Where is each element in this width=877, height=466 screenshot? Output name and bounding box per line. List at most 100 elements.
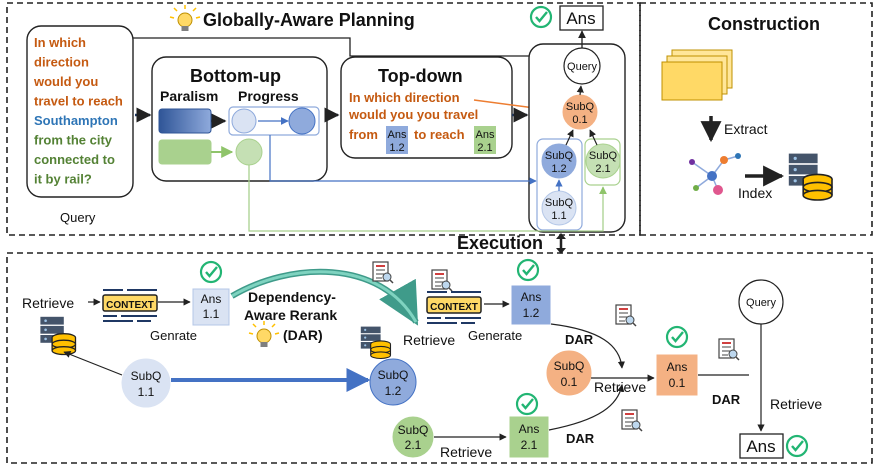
- tree-query-label: Query: [567, 61, 597, 73]
- tree-subq21-node: [585, 143, 621, 179]
- progress-node-light: [231, 108, 257, 134]
- top-down-title: Top-down: [378, 66, 463, 86]
- exec-subq11-l2: 1.1: [138, 385, 155, 399]
- exec-query-label: Query: [746, 297, 776, 309]
- exec-check-icon-5: [785, 434, 809, 458]
- exec-ans01-l1: Ans: [667, 360, 688, 374]
- top-down-ans21-l2: 2.1: [477, 142, 492, 154]
- top-down-box: [340, 56, 513, 159]
- exec-retrieve-3: Retrieve: [440, 444, 492, 460]
- exec-ans11-l1: Ans: [201, 292, 222, 306]
- rerank-doc-icon-5: [718, 338, 740, 361]
- exec-ans21-l1: Ans: [519, 422, 540, 436]
- updown-arrow-icon: [556, 233, 566, 254]
- lightbulb-icon: [169, 4, 201, 32]
- top-down-line2: would you you travel: [348, 107, 478, 122]
- dar-title-l3: (DAR): [283, 327, 323, 343]
- context-label-1: CONTEXT: [106, 300, 154, 311]
- exec-ans11-l2: 1.1: [203, 307, 220, 321]
- exec-subq01-l2: 0.1: [561, 375, 578, 389]
- top-down-from: from: [349, 127, 378, 142]
- query-line: In which: [34, 35, 86, 50]
- exec-subq12-l1: SubQ: [378, 368, 409, 382]
- query-line: direction: [34, 55, 89, 70]
- database-icon: [787, 152, 833, 201]
- planning-panel: [6, 2, 641, 236]
- progress-node-green: [235, 138, 263, 166]
- generate-label: Generate: [468, 328, 522, 343]
- construction-title: Construction: [708, 14, 820, 34]
- exec-retrieve-1: Retrieve: [22, 295, 74, 311]
- exec-db-icon-1: [39, 316, 77, 356]
- dar-bulb-icon: [248, 320, 280, 348]
- execution-title: Execution: [457, 233, 543, 253]
- exec-retrieve-5: Retrieve: [770, 396, 822, 412]
- exec-subq21-l2: 2.1: [405, 438, 422, 452]
- query-box: [26, 25, 134, 198]
- exec-final-ans-box: [739, 433, 784, 459]
- progress-node-dark: [288, 107, 316, 135]
- rerank-doc-icon-1: [372, 261, 394, 284]
- tree-subq12-l1: SubQ: [545, 150, 574, 162]
- graph-icon: [689, 153, 741, 195]
- tree-subq12-l2: 1.2: [551, 163, 566, 175]
- parallel-blue-bar: [158, 108, 212, 134]
- context-label-2: CONTEXT: [430, 302, 478, 313]
- rerank-doc-icon-4: [621, 409, 643, 432]
- exec-retrieve-2: Retrieve: [403, 332, 455, 348]
- rerank-doc-icon-3: [615, 304, 637, 327]
- dar-title-l2: Aware Rerank: [244, 307, 337, 323]
- plan-ans-label: Ans: [566, 9, 595, 28]
- plan-ans-box: [559, 5, 604, 31]
- exec-ans11-box: [192, 288, 230, 326]
- planning-title: Globally-Aware Planning: [203, 10, 415, 30]
- query-line: from the city: [34, 133, 113, 148]
- exec-final-ans-label: Ans: [746, 437, 775, 456]
- top-down-ans21-l1: Ans: [476, 129, 495, 141]
- top-down-ans12-box: [386, 126, 408, 154]
- index-label: Index: [738, 185, 772, 201]
- exec-subq12-node: [369, 358, 417, 406]
- exec-check-icon-3: [515, 392, 539, 416]
- tree-subq01-l2: 0.1: [572, 114, 587, 126]
- exec-subq21-l1: SubQ: [398, 423, 429, 437]
- exec-ans01-l2: 0.1: [669, 376, 686, 390]
- genrate-label: Genrate: [150, 328, 197, 343]
- exec-subq01-l1: SubQ: [554, 359, 585, 373]
- exec-ans01-box: [656, 354, 698, 396]
- tree-subq21-l2: 2.1: [595, 163, 610, 175]
- query-line: would you: [33, 74, 98, 89]
- exec-ans12-box: [511, 285, 551, 325]
- query-line: travel to reach: [34, 94, 123, 109]
- exec-check-icon-1: [199, 260, 223, 284]
- query-label: Query: [60, 210, 96, 225]
- exec-retrieve-4: Retrieve: [594, 379, 646, 395]
- progress-label: Progress: [238, 88, 299, 104]
- exec-ans21-box: [509, 416, 549, 458]
- exec-subq12-l2: 1.2: [385, 384, 402, 398]
- query-text: In which direction would you travel to reac…: [33, 35, 123, 187]
- dar-title-l1: Dependency-: [248, 289, 336, 305]
- query-line: Southampton: [34, 113, 118, 128]
- exec-db-icon-2: [360, 326, 392, 360]
- exec-subq11-node: [121, 358, 171, 408]
- extract-label: Extract: [724, 121, 768, 137]
- top-down-ans12-l1: Ans: [388, 129, 407, 141]
- dar-label-3: DAR: [712, 392, 741, 407]
- dar-label-1: DAR: [565, 332, 594, 347]
- paralism-label: Paralism: [160, 88, 218, 104]
- check-icon: [529, 5, 553, 29]
- tree-subq12-node: [541, 143, 577, 179]
- exec-subq21-node: [392, 416, 434, 458]
- exec-subq01-node: [546, 350, 592, 396]
- exec-subq11-l1: SubQ: [131, 369, 162, 383]
- construction-panel: [639, 2, 873, 236]
- top-down-ans12-l2: 1.2: [389, 142, 404, 154]
- top-down-line1: In which direction: [349, 90, 460, 105]
- execution-panel: [6, 252, 873, 464]
- query-line: connected to: [34, 152, 115, 167]
- query-line: it by rail?: [34, 172, 92, 187]
- bottom-up-title: Bottom-up: [190, 66, 281, 86]
- tree-subq21-l1: SubQ: [589, 150, 618, 162]
